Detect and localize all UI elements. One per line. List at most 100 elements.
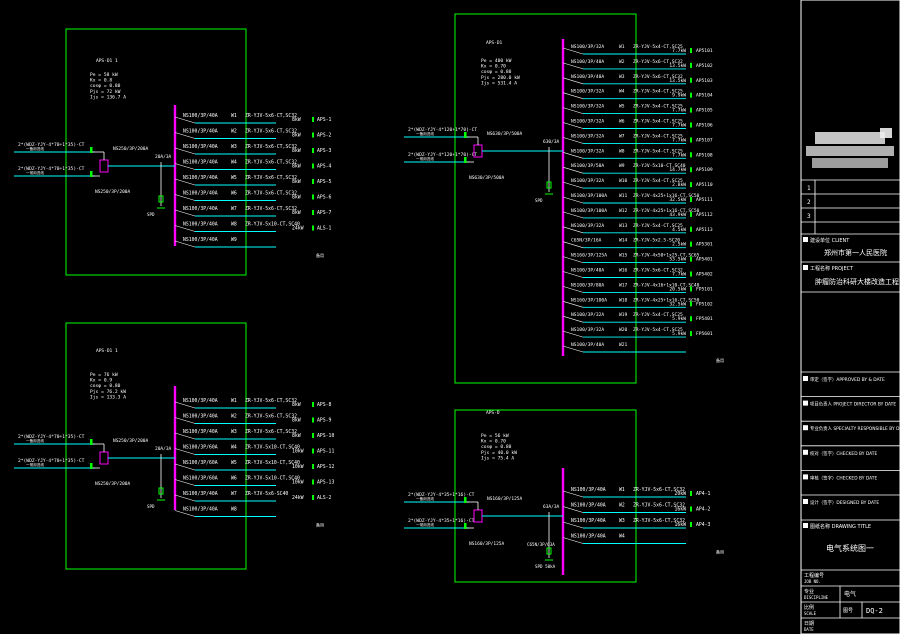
feeder-label: APS-9 <box>317 418 332 424</box>
feeder-cable: ZR-YJV-5x6-CT,SC32 <box>245 398 297 404</box>
feeder-circuit: W17 <box>619 282 628 288</box>
role-row: 审核（签字）CHECKED BY DATE <box>810 474 877 481</box>
panel-header: APS-D1 1 <box>96 348 118 354</box>
feeder-tag-mark <box>690 241 692 247</box>
feeder-tag-mark <box>690 211 692 217</box>
feeder-label: AP5109 <box>696 167 713 173</box>
load-calc-line: Pjs = 40.0 kW <box>481 450 517 456</box>
panel-outline <box>454 409 637 583</box>
feeder-label: FP5101 <box>696 286 713 292</box>
feeder-breaker: NS100/3P/40A <box>571 342 604 348</box>
feeder-switch <box>174 163 196 170</box>
feeder-circuit: W4 <box>619 89 625 95</box>
main-breaker-label: NS250/3P/200A <box>113 438 149 444</box>
feeder-label: APS-12 <box>317 464 334 470</box>
feeder-cable: ZR-YJV-4x25+1x16-CT,SC50 <box>633 193 700 199</box>
feeder-circuit: W7 <box>619 133 625 139</box>
feeder-label: FP5102 <box>696 301 713 307</box>
feeder-tag-mark <box>312 448 314 454</box>
feeder-switch <box>562 315 584 323</box>
feeder-label: AP4-3 <box>696 522 711 528</box>
feeder-circuit: W18 <box>619 297 628 303</box>
feeder-switch <box>562 286 584 293</box>
feeder-cable: ZR-YJV-5x6-CT,SC32 <box>633 518 685 524</box>
feeder-tag-mark <box>312 148 314 153</box>
scale-label: 比例 <box>804 604 814 611</box>
feeder-breaker: NS100/3P/100A <box>571 193 607 199</box>
feeder-power: 8kW <box>292 164 301 170</box>
feeder-breaker: NS100/3P/50A <box>571 163 604 169</box>
feeder-label: AP4-1 <box>696 491 711 497</box>
feeder-circuit: W6 <box>619 119 625 125</box>
feeder-breaker: NS100/3P/40A <box>571 268 604 274</box>
feeder-label: APS-2 <box>317 133 332 139</box>
feeder-cable: ZR-YJV-5x4-CT,SC25 <box>633 312 683 318</box>
feeder-power: 16kW <box>674 522 686 528</box>
feeder-switch <box>562 166 584 174</box>
feeder-circuit: W3 <box>619 74 625 80</box>
feeder-circuit: W19 <box>619 312 628 318</box>
feeder-cable: ZR-YJV-5x4-CT,SC25 <box>633 223 683 229</box>
date-label: 日期 <box>804 621 814 627</box>
drawing-no-value: DQ-2 <box>866 607 883 615</box>
feeder-power: 4.5kW <box>672 227 686 233</box>
feeder-cable: ZR-YJV-4x50+1x25-CT,SC65 <box>633 253 700 259</box>
load-calc-line: Pe = 400 kW <box>481 58 512 64</box>
feeder-label: AP4-2 <box>696 507 711 513</box>
load-calc-line: Pe = 58 kW <box>90 72 118 78</box>
feeder-switch <box>562 226 584 234</box>
date-sub: DATE <box>804 627 814 632</box>
main-breaker-label: NS630/3P/500A <box>487 131 523 137</box>
feeder-cable: ZR-YJV-5x6-CT,SC32 <box>245 191 297 197</box>
feeder-circuit: W5 <box>619 104 625 110</box>
feeder-breaker: NS100/3P/40A <box>183 398 218 404</box>
feeder-cable: ZR-YJV-5x6-CT,SC32 <box>633 74 683 80</box>
feeder-tag-mark <box>690 197 692 202</box>
feeder-breaker: NS100/3P/40A <box>571 518 606 524</box>
feeder-cable: ZR-YJV-5x6-CT,SC32 <box>245 429 297 435</box>
feeder-circuit: W5 <box>231 175 237 181</box>
feeder-cable: ZR-YJV-5x4-CT,SC25 <box>633 178 683 184</box>
role-marker <box>803 425 808 431</box>
feeder-label: AP5104 <box>696 93 713 99</box>
feeder-tag-mark <box>690 137 692 143</box>
incoming-note: 一常用进线 <box>26 462 44 467</box>
feeder-switch <box>562 211 584 219</box>
incoming-note: 一备用进线 <box>26 146 44 151</box>
feeder-cable: ZR-YJV-5x6-CT,SC32 <box>245 113 297 119</box>
feeder-breaker: NS100/3P/100A <box>571 208 607 214</box>
feeder-power: 7.7kW <box>672 152 686 158</box>
feeder-switch <box>562 196 584 204</box>
feeder-power: 43.9kW <box>669 212 686 218</box>
feeder-power: 2.8kW <box>672 182 686 188</box>
feeder-cable: ZR-YJV-5x4-CT,SC25 <box>633 89 683 95</box>
feeder-switch <box>174 417 196 424</box>
role-row: 校对（签字）CHECKED BY DATE <box>810 450 877 457</box>
feeder-tag-mark <box>690 107 692 113</box>
drawing-title-label: 图纸名称 DRAWING TITLE <box>810 523 871 530</box>
spare-note: 备用 <box>316 252 324 258</box>
spare-note: 备用 <box>716 549 724 555</box>
feeder-tag-mark <box>312 179 314 184</box>
spd-switch-label-b: C65N/3P/63A <box>527 542 555 547</box>
feeder-label: AP5108 <box>696 152 713 158</box>
feeder-breaker: NS100/3P/40A <box>183 237 218 243</box>
title-block: 1 2 3 建设单位 CLIENT 郑州市第一人民医院 工程名称 PROJECT… <box>800 0 900 634</box>
feeder-tag-mark <box>690 301 692 307</box>
feeder-circuit: W7 <box>231 206 237 212</box>
feeder-cable: ZR-YJV-5x4-CT,SC25 <box>633 327 683 333</box>
feeder-cable: ZR-YJV-5x4-CT,SC25 <box>633 104 683 110</box>
feeder-breaker: NS100/3P/40A <box>571 503 606 509</box>
spd-switch-label: 20A/3A <box>155 154 172 160</box>
feeder-label: ALS-1 <box>317 226 332 232</box>
feeder-circuit: W6 <box>231 191 237 197</box>
